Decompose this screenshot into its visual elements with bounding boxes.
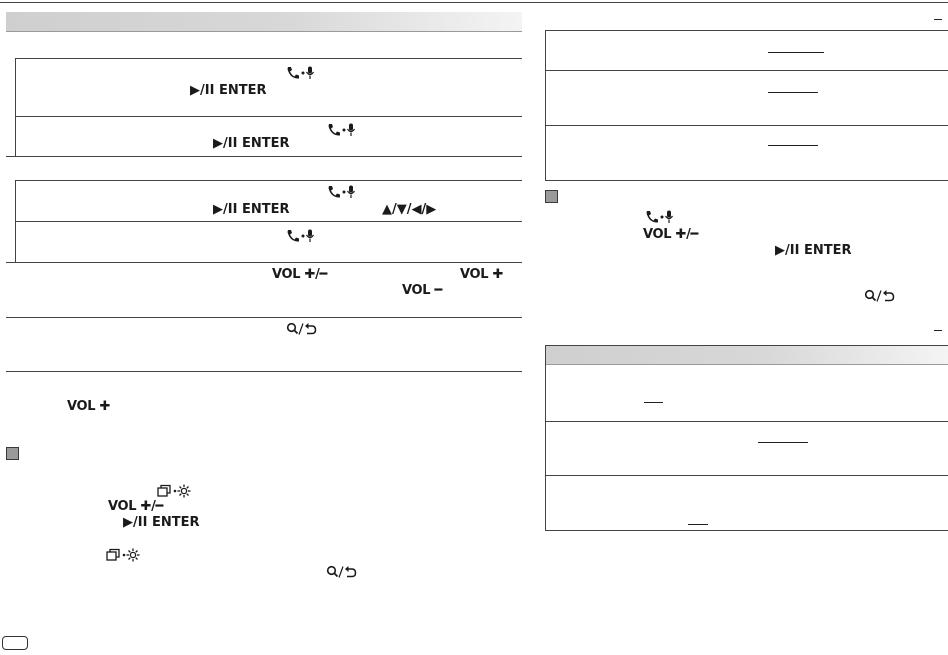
underline-mark [934,330,942,331]
row-rule [545,30,948,31]
row-rule [545,475,948,476]
row-rule [545,180,948,181]
row-rule [545,530,948,531]
row-rule [545,421,948,422]
left-section-header-bar [6,12,522,32]
volume-down-label: VOL ━ [402,283,443,298]
volume-button-label: VOL ✚/━ [643,227,699,242]
volume-up-label: VOL ✚ [67,399,111,414]
row-rule [545,70,948,71]
volume-button-label: VOL ✚/━ [272,267,328,282]
underline-mark [688,524,708,525]
phone-mic-icon [285,65,315,81]
underline-mark [768,145,818,146]
enter-button-label: ▶/II ENTER [123,515,200,530]
right-table-border [545,30,546,180]
volume-button-label: VOL ✚/━ [108,499,164,514]
search-back-icon [326,565,358,579]
page-number-box [2,636,28,650]
section-rule [6,262,522,263]
search-back-icon [286,322,318,336]
phone-mic-icon [285,228,315,244]
enter-button-label: ▶/II ENTER [213,202,290,217]
phone-mic-icon [326,122,356,138]
right-section-header-bar [545,345,948,365]
section-bullet [6,447,19,460]
row-rule [15,58,522,59]
underline-mark [758,442,808,443]
left-table-border [15,58,16,156]
row-rule [545,345,948,346]
top-rule [0,2,948,3]
row-rule [15,180,522,181]
section-rule [6,156,522,157]
right-table-border [545,345,546,530]
row-rule [15,116,522,117]
enter-button-label: ▶/II ENTER [190,83,267,98]
underline-mark [768,92,818,93]
arrow-keys-label: ▲/▼/◀/▶ [382,202,437,217]
display-settings-icon [106,548,140,562]
volume-up-label: VOL ✚ [460,267,504,282]
row-rule [545,125,948,126]
section-rule [6,371,522,372]
underline-mark [768,52,824,53]
phone-mic-icon [326,184,356,200]
enter-button-label: ▶/II ENTER [775,243,852,258]
phone-mic-icon [644,209,674,225]
underline-mark [644,402,663,403]
section-rule [6,317,522,318]
row-rule [15,221,522,222]
display-settings-icon [157,484,191,498]
section-bullet [545,190,558,203]
search-back-icon [864,289,896,303]
underline-mark [934,19,942,20]
enter-button-label: ▶/II ENTER [213,136,290,151]
